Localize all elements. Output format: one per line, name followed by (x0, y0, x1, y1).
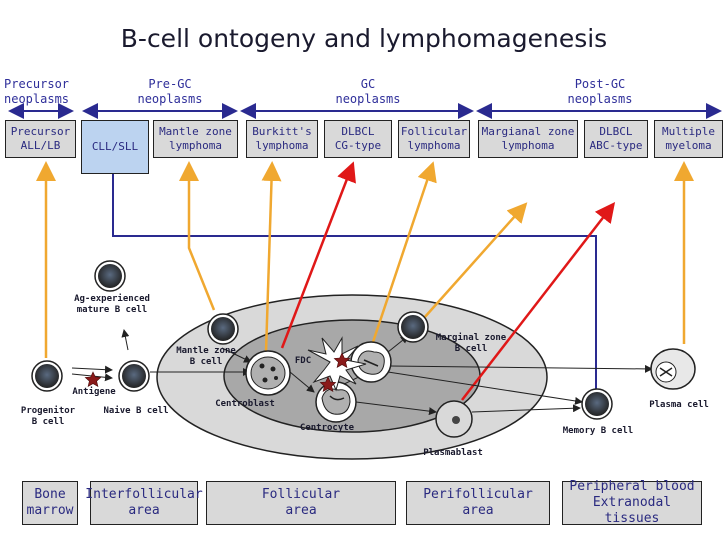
label-centroblast: Centroblast (215, 399, 275, 409)
plasmablast-cell (435, 400, 473, 438)
neoplasm-burkitts-lymphoma: Burkitt's lymphoma (246, 120, 318, 158)
antigen-star-3 (319, 376, 337, 393)
ag-experienced-cell (94, 260, 126, 292)
mantle-zone-cell (207, 313, 239, 345)
orange-arrow-mantle (179, 161, 216, 311)
label-centrocyte: Centrocyte (299, 423, 355, 433)
centroblast-cell (245, 350, 291, 396)
label-fdc: FDC (294, 356, 312, 366)
diagram-title: B-cell ontogeny and lymphomagenesis (120, 24, 608, 53)
neoplasm-dlbcl-cg-type: DLBCL CG-type (324, 120, 392, 158)
plasma-cell (650, 348, 696, 390)
label-memory-b-cell: Memory B cell (562, 426, 634, 436)
antigen-stars (84, 352, 351, 393)
header-precursor: Precursor neoplasms (4, 77, 70, 106)
header-pre-gc: Pre-GC neoplasms (137, 77, 203, 106)
label-antigene: Antigene (72, 387, 116, 397)
header-gc: GC neoplasms (335, 77, 401, 106)
flow-arrows (71, 329, 653, 416)
cells (31, 260, 696, 438)
area-interfollicular: Interfollicular area (85, 481, 203, 525)
red-arrow-dlbcl-abc (461, 202, 616, 401)
area-bone-marrow: Bone marrow (22, 481, 78, 525)
neoplasm-cll-sll: CLL/SLL (81, 120, 149, 174)
label-mantle-zone-cell: Mantle zone B cell (176, 346, 236, 367)
naive-b-cell (118, 360, 150, 392)
centrocyte-cell (315, 381, 357, 423)
memory-b-cell (581, 388, 613, 420)
red-arrow-dlbcl-cg (280, 161, 356, 349)
neoplasm-multiple-myeloma: Multiple myeloma (654, 120, 723, 158)
orange-arrow-follicular (370, 161, 437, 346)
antigen-star-1 (84, 371, 102, 388)
blue-line (112, 172, 597, 392)
neoplasm-marginal-zone-lymphoma: Margianal zone lymphoma (478, 120, 578, 158)
neoplasm-mantle-zone-lymphoma: Mantle zone lymphoma (153, 120, 238, 158)
cll-connector (112, 172, 597, 392)
area-perifollicular: Perifollicular area (406, 481, 550, 525)
label-naive: Naive B cell (103, 406, 169, 416)
area-follicular: Follicular area (206, 481, 396, 525)
label-marginal-zone-cell: Marginal zone B cell (435, 333, 507, 354)
label-progenitor: Progenitor B cell (20, 406, 76, 427)
label-plasma-cell: Plasma cell (649, 400, 709, 410)
area-peripheral-blood: Peripheral blood Extranodal tissues (562, 479, 702, 526)
header-post-gc: Post-GC neoplasms (567, 77, 633, 106)
orange-arrows (36, 161, 694, 358)
label-plasmablast: Plasmablast (423, 448, 483, 458)
antigen-star-2 (333, 352, 351, 369)
progenitor-b-cell (31, 360, 63, 392)
gc-upper-cell (350, 341, 392, 383)
orange-arrow-burkitt (261, 161, 282, 353)
fdc-cell (307, 336, 367, 392)
red-arrows (280, 161, 616, 401)
neoplasm-precursor-all-lb: Precursor ALL/LB (5, 120, 76, 158)
label-ag-experienced: Ag-experienced mature B cell (74, 294, 150, 315)
marginal-zone-cell (397, 311, 429, 343)
orange-arrow-marginal (423, 202, 528, 319)
neoplasm-follicular-lymphoma: Follicular lymphoma (398, 120, 470, 158)
neoplasm-dlbcl-abc-type: DLBCL ABC-type (584, 120, 648, 158)
